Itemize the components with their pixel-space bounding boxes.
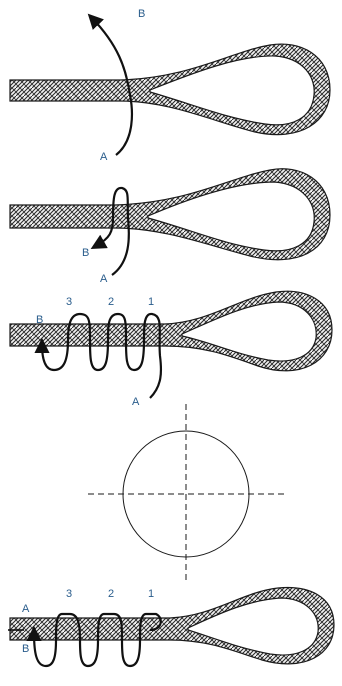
label-b: B	[36, 314, 43, 326]
label-number-3: 3	[66, 296, 72, 308]
label-a: A	[132, 396, 140, 408]
panel-4-cross-section	[88, 404, 286, 582]
label-b: B	[22, 643, 29, 655]
panel-1: B A	[9, 8, 331, 163]
wire-1	[87, 13, 134, 156]
label-number-2: 2	[108, 588, 114, 600]
panel-2: B A	[9, 168, 331, 285]
rope-eye-2	[9, 168, 331, 261]
label-number-1: 1	[148, 588, 154, 600]
label-a: A	[100, 273, 108, 285]
label-b: B	[138, 8, 145, 20]
panel-3: 3 2 1 B A	[9, 290, 333, 408]
wire-2	[90, 186, 130, 276]
label-a: A	[100, 151, 108, 163]
rope-eye-1	[9, 43, 331, 136]
label-number-1: 1	[148, 296, 154, 308]
label-number-3: 3	[66, 588, 72, 600]
rope-eye-5	[9, 586, 335, 665]
label-number-2: 2	[108, 296, 114, 308]
panel-5: 3 2 1 A B	[8, 586, 335, 668]
label-b: B	[82, 247, 89, 259]
wire-3	[34, 312, 163, 399]
rope-eye-3	[9, 290, 333, 372]
label-a: A	[22, 603, 30, 615]
wire-5	[8, 612, 162, 668]
